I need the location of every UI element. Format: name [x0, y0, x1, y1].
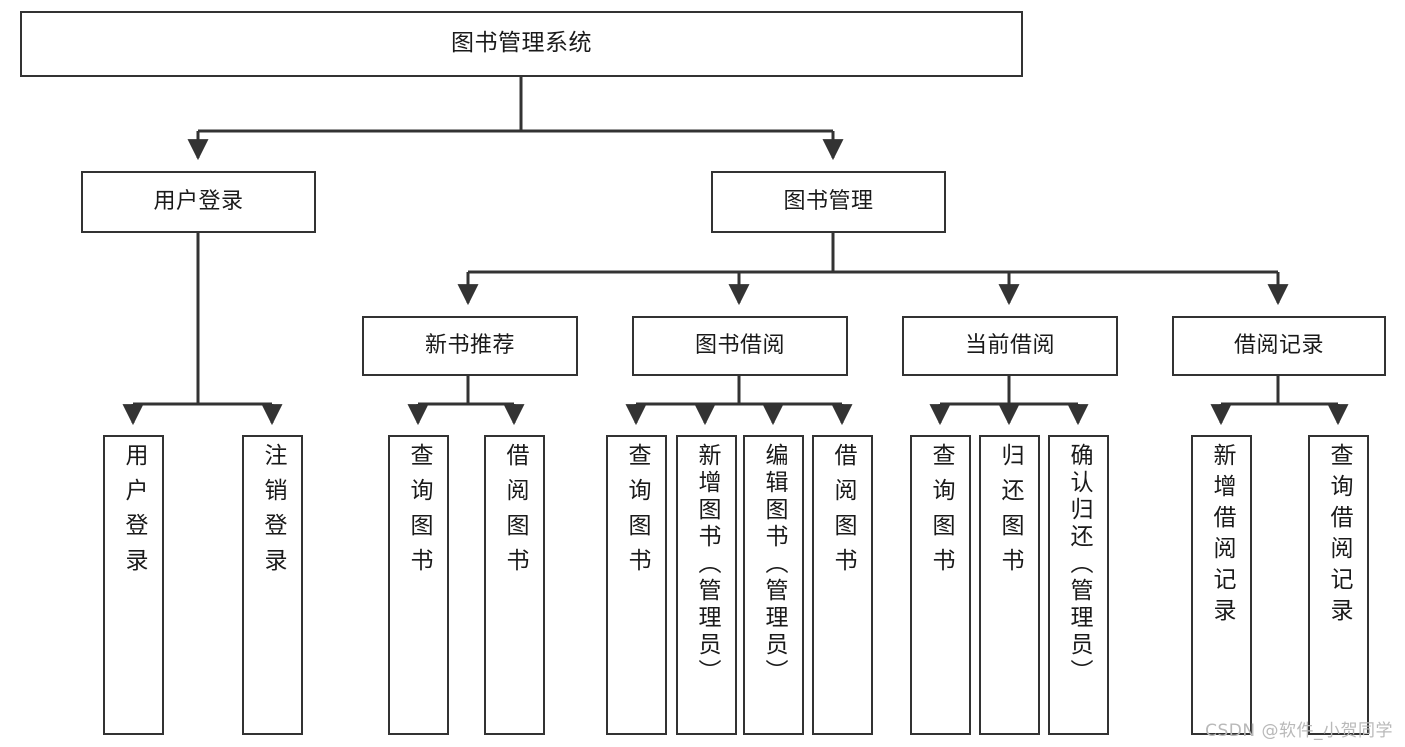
node-label: 查询图书	[406, 443, 432, 583]
leaf-borrow-book-2[interactable]: 借阅图书	[812, 435, 873, 735]
leaf-add-book-admin[interactable]: 新增图书（管理员）	[676, 435, 737, 735]
leaf-query-book-3[interactable]: 查询图书	[910, 435, 971, 735]
node-book-borrow[interactable]: 图书借阅	[632, 316, 848, 376]
leaf-query-borrow-record[interactable]: 查询借阅记录	[1308, 435, 1369, 735]
node-label: 借阅图书	[502, 443, 528, 583]
node-book-management[interactable]: 图书管理	[711, 171, 946, 233]
node-label: 借阅记录	[1233, 332, 1324, 358]
node-label: 注销登录	[260, 443, 286, 583]
node-label: 新增借阅记录	[1209, 443, 1235, 629]
leaf-query-book-2[interactable]: 查询图书	[606, 435, 667, 735]
leaf-logout[interactable]: 注销登录	[242, 435, 303, 735]
node-root-system[interactable]: 图书管理系统	[20, 11, 1023, 77]
leaf-borrow-book-1[interactable]: 借阅图书	[484, 435, 545, 735]
node-label: 图书管理系统	[451, 30, 592, 57]
node-label: 新增图书（管理员）	[694, 443, 720, 686]
node-label: 用户登录	[121, 443, 147, 583]
node-label: 编辑图书（管理员）	[761, 443, 787, 686]
node-label: 查询借阅记录	[1326, 443, 1352, 629]
node-new-book-recommend[interactable]: 新书推荐	[362, 316, 578, 376]
leaf-add-borrow-record[interactable]: 新增借阅记录	[1191, 435, 1252, 735]
node-current-borrow[interactable]: 当前借阅	[902, 316, 1118, 376]
leaf-query-book-1[interactable]: 查询图书	[388, 435, 449, 735]
node-label: 用户登录	[153, 188, 244, 214]
csdn-watermark: CSDN @软件_小贺同学	[1205, 721, 1393, 741]
leaf-edit-book-admin[interactable]: 编辑图书（管理员）	[743, 435, 804, 735]
node-label: 查询图书	[928, 443, 954, 583]
node-label: 图书借阅	[694, 332, 785, 358]
node-label: 查询图书	[624, 443, 650, 583]
leaf-confirm-return-admin[interactable]: 确认归还（管理员）	[1048, 435, 1109, 735]
node-label: 确认归还（管理员）	[1066, 443, 1092, 686]
node-borrow-record[interactable]: 借阅记录	[1172, 316, 1386, 376]
node-label: 图书管理	[783, 188, 874, 214]
leaf-return-book[interactable]: 归还图书	[979, 435, 1040, 735]
node-label: 新书推荐	[424, 332, 515, 358]
node-label: 归还图书	[997, 443, 1023, 583]
node-user-login[interactable]: 用户登录	[81, 171, 316, 233]
node-label: 借阅图书	[830, 443, 856, 583]
node-label: 当前借阅	[964, 332, 1055, 358]
leaf-user-login[interactable]: 用户登录	[103, 435, 164, 735]
